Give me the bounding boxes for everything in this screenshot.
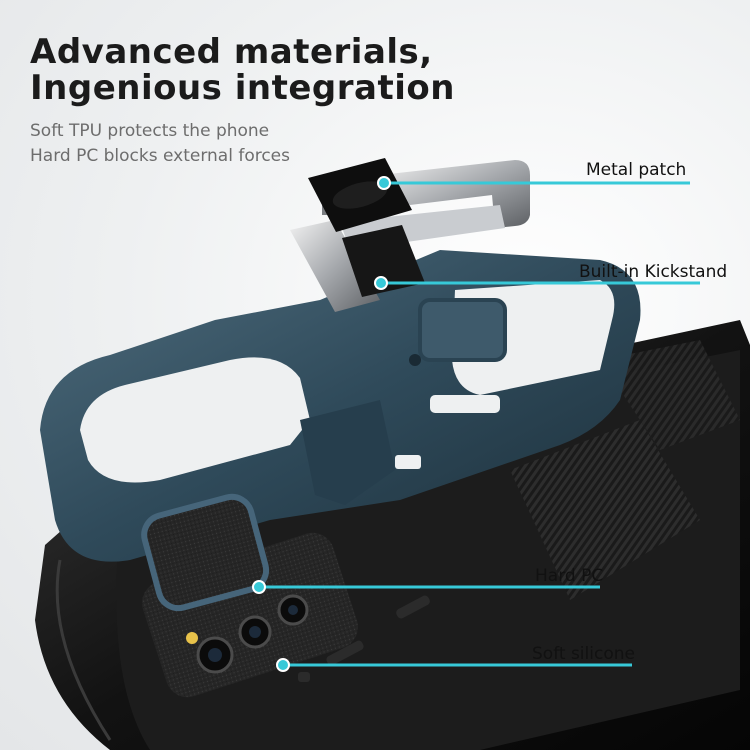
callout-hard-pc: Hard PC [535, 566, 604, 586]
headline: Advanced materials, Ingenious integratio… [30, 34, 455, 106]
callout-soft-silicone: Soft silicone [532, 644, 635, 664]
subtext: Soft TPU protects the phone Hard PC bloc… [30, 119, 290, 169]
subtext-line-1: Soft TPU protects the phone [30, 121, 270, 141]
subtext-line-2: Hard PC blocks external forces [30, 146, 290, 166]
headline-line-2: Ingenious integration [30, 68, 455, 108]
callout-kickstand: Built-in Kickstand [579, 262, 728, 282]
headline-line-1: Advanced materials, [30, 32, 433, 72]
callout-lines [252, 176, 700, 672]
callout-metal-patch: Metal patch [586, 160, 687, 180]
hard-pc-frame [40, 250, 641, 612]
side-buttons [298, 595, 430, 682]
